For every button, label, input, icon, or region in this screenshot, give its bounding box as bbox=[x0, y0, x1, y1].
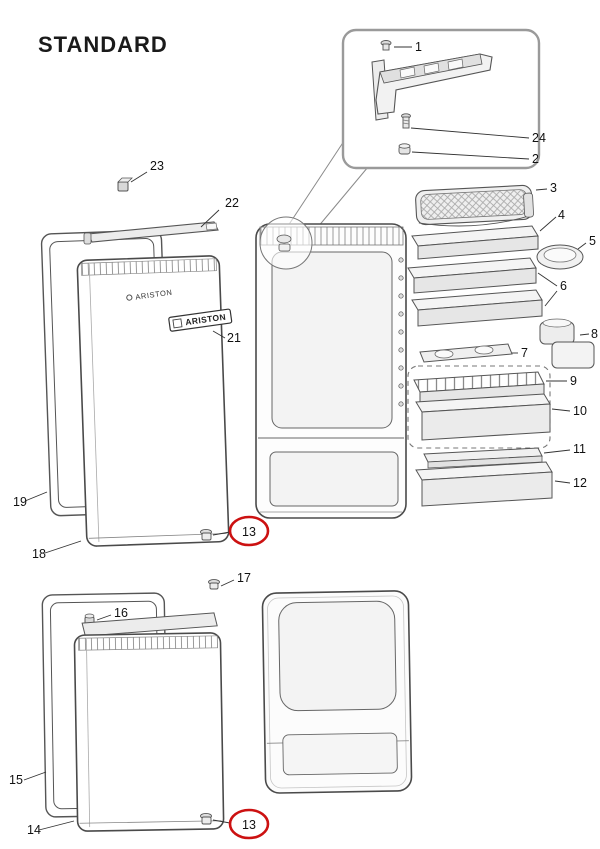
highlight-circle-13-lower bbox=[228, 808, 270, 840]
part-label-19: 19 bbox=[13, 495, 27, 509]
shelf-part-4 bbox=[411, 225, 539, 260]
part-label-24: 24 bbox=[532, 131, 546, 145]
lower-inner-door bbox=[261, 590, 413, 794]
part-label-14: 14 bbox=[27, 823, 41, 837]
clip-part-23 bbox=[117, 177, 133, 192]
screw-part-24 bbox=[401, 113, 411, 129]
trim-bar-part-11 bbox=[423, 447, 543, 469]
bin-part-10 bbox=[415, 393, 551, 441]
top-trim-part-22 bbox=[83, 221, 219, 245]
part-label-1: 1 bbox=[415, 40, 422, 54]
part-label-13-upper: 13 bbox=[242, 525, 256, 539]
part-label-3: 3 bbox=[550, 181, 557, 195]
part-label-8: 8 bbox=[591, 327, 598, 341]
tray-part-3 bbox=[415, 184, 534, 227]
part-label-23: 23 bbox=[150, 159, 164, 173]
boxes-part-8 bbox=[539, 318, 595, 369]
hinge-zoom-circle bbox=[259, 216, 313, 270]
hinge-hole-dots bbox=[398, 257, 404, 407]
part-label-13-lower: 13 bbox=[242, 818, 256, 832]
upper-door-panel-part-18: ARISTON ARISTON bbox=[76, 255, 233, 547]
screw-part-17 bbox=[208, 579, 220, 590]
top-hinge-bracket bbox=[371, 53, 493, 121]
door-shelves-part-6 bbox=[407, 257, 543, 327]
part-label-9: 9 bbox=[570, 374, 577, 388]
part-label-10: 10 bbox=[573, 404, 587, 418]
part-label-5: 5 bbox=[589, 234, 596, 248]
ariston-logo-icon bbox=[126, 294, 133, 301]
part-label-11: 11 bbox=[573, 442, 586, 456]
hinge-detail-inset: 1 24 2 bbox=[283, 28, 546, 253]
upper-inner-door bbox=[255, 216, 407, 519]
hinge-pin-part-13-upper bbox=[200, 528, 212, 541]
part-label-17: 17 bbox=[237, 571, 251, 585]
screw-part-1 bbox=[380, 40, 392, 51]
part-label-15: 15 bbox=[9, 773, 23, 787]
part-label-2: 2 bbox=[532, 152, 539, 166]
bin-part-12 bbox=[415, 461, 553, 507]
egg-tray-part-5 bbox=[536, 244, 584, 270]
part-label-21: 21 bbox=[227, 331, 241, 345]
lower-door-panel-part-14 bbox=[73, 612, 225, 832]
bracket-part-7 bbox=[419, 343, 513, 363]
part-label-12: 12 bbox=[573, 476, 587, 490]
part-label-6: 6 bbox=[560, 279, 567, 293]
part-label-4: 4 bbox=[558, 208, 565, 222]
part-label-16: 16 bbox=[114, 606, 128, 620]
part-label-18: 18 bbox=[32, 547, 46, 561]
ariston-logo-box-icon bbox=[172, 318, 183, 329]
hinge-pin-part-13-lower bbox=[200, 812, 212, 825]
cap-part-2 bbox=[398, 143, 411, 155]
highlight-circle-13-upper bbox=[228, 515, 270, 547]
ariston-logo-plate-part-21: ARISTON bbox=[168, 308, 233, 332]
part-label-7: 7 bbox=[521, 346, 528, 360]
part-label-22: 22 bbox=[225, 196, 239, 210]
page-title: STANDARD bbox=[38, 32, 168, 57]
